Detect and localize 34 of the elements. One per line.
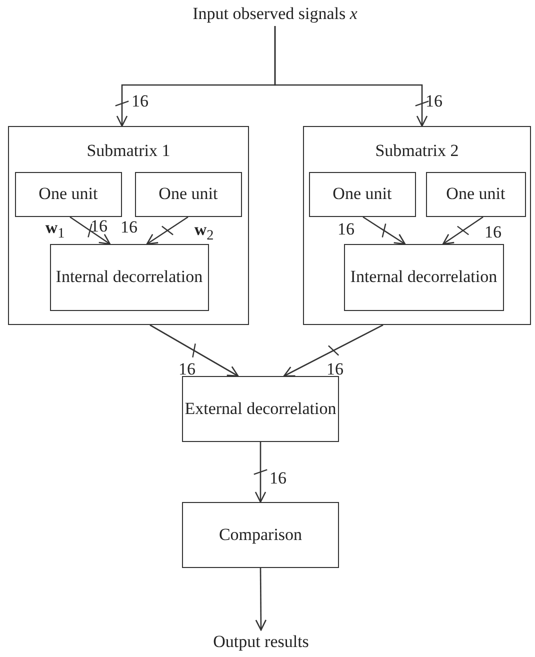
arrow <box>274 26 428 127</box>
arrow <box>362 216 406 245</box>
edge-label: 16 <box>326 360 344 378</box>
process-box: Internal decorrelation <box>50 244 209 311</box>
edge-label: 16 <box>426 92 442 110</box>
submatrix-box <box>8 126 249 325</box>
process-box: Comparison <box>182 502 339 568</box>
edge-label: 16 <box>338 220 354 238</box>
edge-label: 16 <box>90 218 108 234</box>
signal-text: Output results <box>190 630 332 654</box>
edge-label: 16 <box>120 218 138 236</box>
arrow <box>150 324 239 377</box>
process-box: One unit <box>426 172 526 217</box>
weight-label: w$_{2}$ <box>194 221 214 243</box>
weight-label: w$_{1}$ <box>45 219 65 241</box>
arrow <box>442 216 484 245</box>
signal-text: Input observed signals x <box>190 2 360 26</box>
process-box: One unit <box>134 172 242 217</box>
process-box: External decorrelation <box>182 376 339 442</box>
process-box: Internal decorrelation <box>344 244 504 311</box>
box-heading: Submatrix 1 <box>86 141 172 161</box>
edge-label: 16 <box>178 360 196 378</box>
edge-label: 16 <box>484 224 502 240</box>
edge-label: 16 <box>132 92 148 110</box>
process-box: One unit <box>308 172 416 217</box>
arrow <box>255 568 267 631</box>
arrow <box>146 216 188 245</box>
arrow <box>70 216 111 245</box>
arrow <box>254 442 266 503</box>
box-heading: Submatrix 2 <box>374 141 460 161</box>
process-box: One unit <box>14 172 122 217</box>
edge-label: 16 <box>270 470 286 486</box>
arrow <box>283 324 384 377</box>
submatrix-box <box>303 126 531 325</box>
